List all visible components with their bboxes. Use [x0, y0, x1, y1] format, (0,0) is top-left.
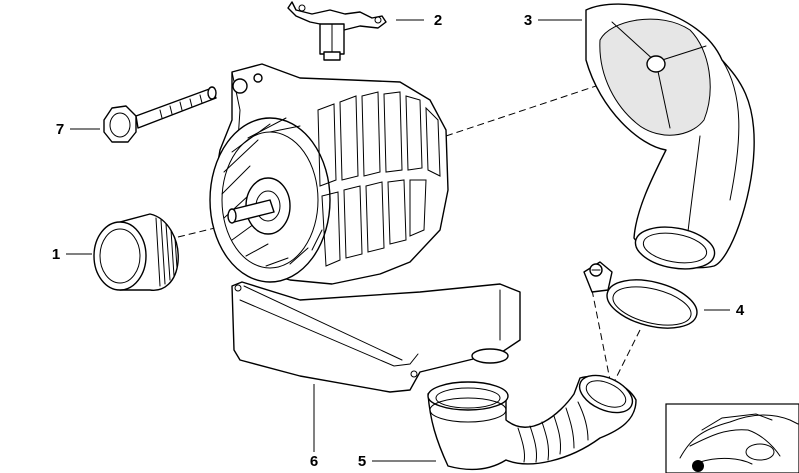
leader-lines: [66, 19, 730, 462]
callout-4: 4: [736, 302, 745, 319]
callout-1: 1: [52, 246, 60, 263]
bolt-part: [103, 86, 217, 143]
corrugated-hose-part: [427, 374, 637, 471]
hose-clamp-part: [583, 261, 698, 329]
air-duct-shroud-part: [231, 281, 521, 393]
cooling-fins: [317, 91, 441, 267]
callout-2: 2: [434, 12, 442, 29]
pulley-part: [93, 213, 179, 291]
callout-3: 3: [524, 12, 532, 29]
callout-5: 5: [358, 453, 366, 470]
callout-7: 7: [56, 121, 64, 138]
alternator-body: [209, 63, 449, 285]
callout-6: 6: [310, 453, 318, 470]
fan-vents: [221, 117, 323, 267]
pulley-grooves: [155, 217, 178, 287]
hose-corrugations: [517, 401, 589, 463]
location-marker-icon: [692, 460, 704, 472]
callout-labels: 1 2 3 4 5 6 7: [52, 12, 745, 470]
vehicle-location-thumbnail: [665, 403, 799, 473]
voltage-regulator-part: [287, 1, 387, 61]
air-duct-hood-part: [585, 3, 755, 270]
